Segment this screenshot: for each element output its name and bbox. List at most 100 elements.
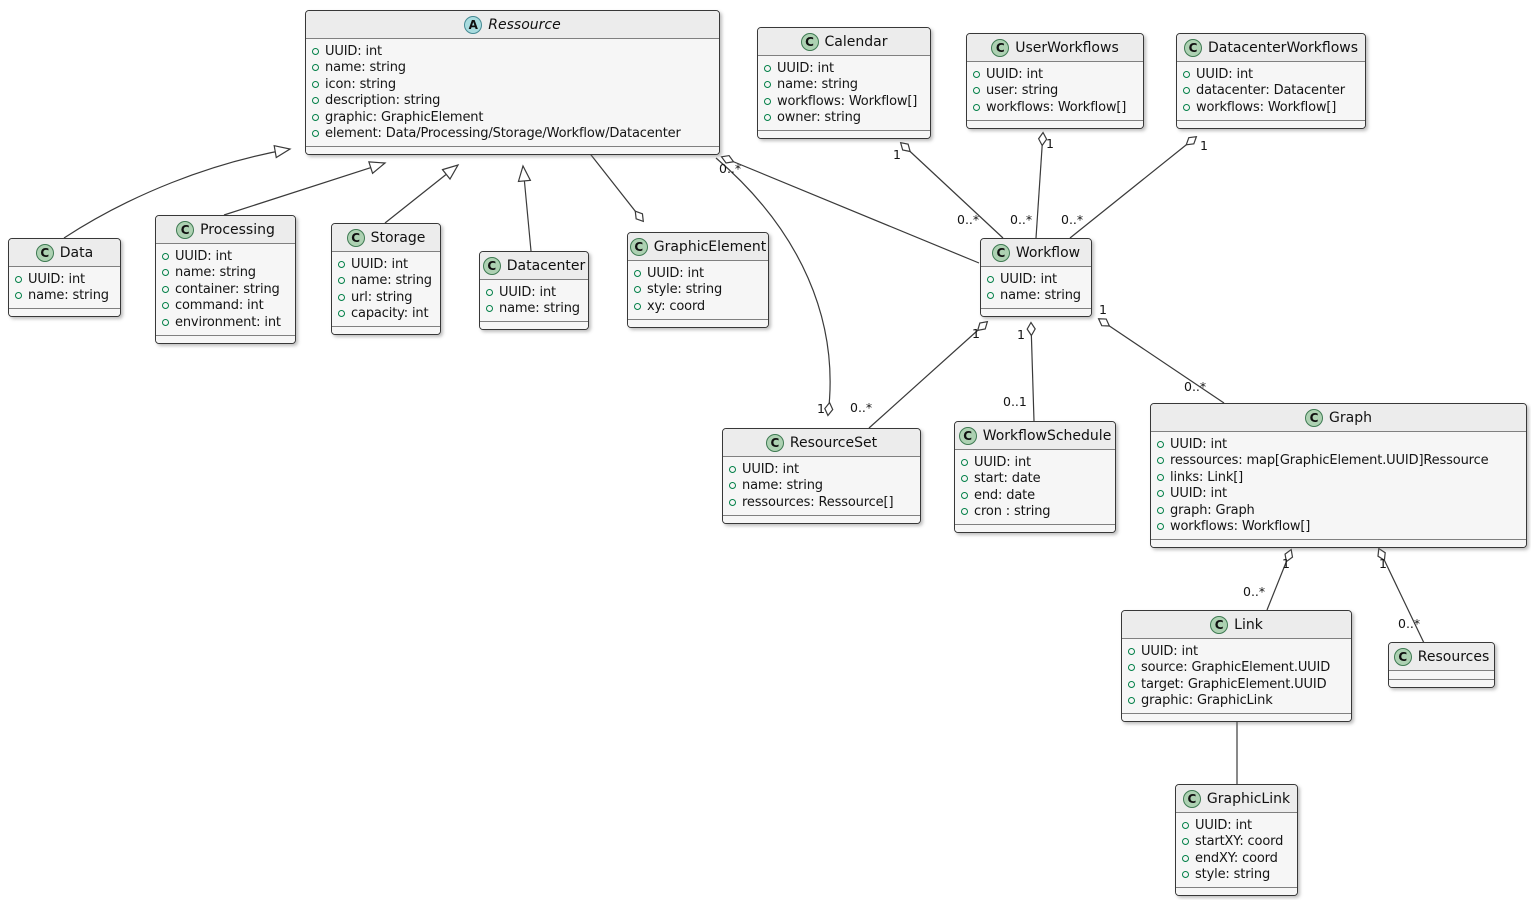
multiplicity-label: 1: [1200, 138, 1208, 153]
field-visibility-icon: [1182, 854, 1189, 862]
attribute-row: command: int: [162, 298, 289, 315]
class-title: Resources: [1417, 648, 1490, 665]
field-visibility-icon: [973, 87, 980, 95]
field-visibility-icon: [1182, 821, 1189, 829]
field-visibility-icon: [1183, 70, 1190, 78]
class-icon: C: [176, 220, 195, 239]
field-visibility-icon: [162, 252, 169, 260]
field-visibility-icon: [1183, 103, 1190, 111]
class-workflow[interactable]: C Workflow UUID: int name: string: [980, 238, 1092, 317]
field-visibility-icon: [1128, 647, 1135, 655]
attribute-row: name: string: [987, 288, 1085, 305]
class-title: Processing: [200, 221, 275, 238]
multiplicity-label: 1: [817, 401, 825, 416]
methods-compartment: [1122, 714, 1351, 721]
field-visibility-icon: [1157, 523, 1164, 531]
field-visibility-icon: [1128, 680, 1135, 688]
class-datacenter[interactable]: C Datacenter UUID: int name: string: [479, 251, 589, 330]
class-data[interactable]: C Data UUID: int name: string: [8, 238, 121, 317]
edge-workflow-ressource-aggregation: [722, 157, 980, 264]
attribute-row: ressources: Ressource[]: [729, 494, 914, 511]
class-header: C GraphicElement: [628, 233, 768, 261]
methods-compartment: [723, 515, 920, 523]
field-visibility-icon: [486, 305, 493, 313]
class-title: Datacenter: [506, 257, 586, 274]
attribute-row: icon: string: [312, 76, 713, 93]
attributes-compartment: [1389, 671, 1494, 680]
attributes-compartment: UUID: int name: string container: string…: [156, 244, 295, 336]
class-header: C UserWorkflows: [967, 34, 1143, 62]
field-visibility-icon: [1157, 440, 1164, 448]
class-icon: C: [800, 32, 819, 51]
field-visibility-icon: [162, 318, 169, 326]
class-icon: C: [991, 38, 1010, 57]
edge-processing-extends-ressource: [223, 161, 387, 216]
class-resourceset[interactable]: C ResourceSet UUID: int name: string res…: [722, 428, 921, 524]
attributes-compartment: UUID: int name: string: [9, 267, 120, 309]
multiplicity-label: 1: [1099, 302, 1107, 317]
class-icon: C: [765, 433, 784, 452]
class-datacenterworkflows[interactable]: C DatacenterWorkflows UUID: int datacent…: [1176, 33, 1366, 129]
methods-compartment: [480, 322, 588, 329]
class-storage[interactable]: C Storage UUID: int name: string url: st…: [331, 223, 441, 335]
class-header: C Link: [1122, 611, 1351, 639]
class-graphicelement[interactable]: C GraphicElement UUID: int style: string…: [627, 232, 769, 328]
field-visibility-icon: [338, 277, 345, 285]
class-title: Workflow: [1015, 244, 1081, 261]
class-icon: C: [482, 256, 501, 275]
field-visibility-icon: [1128, 664, 1135, 672]
attribute-row: workflows: Workflow[]: [764, 93, 924, 110]
class-title: Graph: [1329, 409, 1372, 426]
edge-storage-extends-ressource: [384, 163, 460, 224]
attribute-row: UUID: int: [961, 454, 1109, 471]
attributes-compartment: UUID: int source: GraphicElement.UUID ta…: [1122, 639, 1351, 714]
attributes-compartment: UUID: int user: string workflows: Workfl…: [967, 62, 1143, 121]
field-visibility-icon: [961, 491, 968, 499]
class-title: WorkflowSchedule: [982, 427, 1112, 444]
edge-workflow-workflowschedule-aggregation: [1031, 323, 1034, 422]
attribute-row: UUID: int: [312, 43, 713, 60]
class-graph[interactable]: C Graph UUID: int ressources: map[Graphi…: [1150, 403, 1527, 548]
field-visibility-icon: [729, 482, 736, 490]
attribute-row: UUID: int: [729, 461, 914, 478]
class-header: C GraphicLink: [1176, 785, 1297, 813]
class-graphiclink[interactable]: C GraphicLink UUID: int startXY: coord e…: [1175, 784, 1298, 896]
field-visibility-icon: [729, 498, 736, 506]
attribute-row: name: string: [729, 478, 914, 495]
attribute-row: UUID: int: [1157, 436, 1520, 453]
attributes-compartment: UUID: int name: string icon: string desc…: [306, 39, 719, 147]
methods-compartment: [955, 525, 1115, 532]
class-link[interactable]: C Link UUID: int source: GraphicElement.…: [1121, 610, 1352, 722]
class-calendar[interactable]: C Calendar UUID: int name: string workfl…: [757, 27, 931, 139]
field-visibility-icon: [764, 64, 771, 72]
attribute-row: UUID: int: [1157, 486, 1520, 503]
multiplicity-label: 0..*: [1398, 616, 1421, 631]
class-title: ResourceSet: [789, 434, 878, 451]
edge-datacenter-extends-ressource: [517, 164, 532, 252]
multiplicity-label: 1: [1282, 556, 1290, 571]
field-visibility-icon: [312, 97, 319, 105]
class-workflowschedule[interactable]: C WorkflowSchedule UUID: int start: date…: [954, 421, 1116, 533]
edge-ressource-graphicelement-aggregation: [583, 145, 643, 221]
attributes-compartment: UUID: int name: string: [981, 267, 1091, 309]
methods-compartment: [1389, 680, 1494, 687]
class-resources[interactable]: C Resources: [1388, 642, 1495, 688]
attribute-row: style: string: [1182, 867, 1291, 884]
attribute-row: workflows: Workflow[]: [973, 99, 1137, 116]
class-header: C Graph: [1151, 404, 1526, 432]
class-header: C Data: [9, 239, 120, 267]
class-title: GraphicElement: [653, 238, 767, 255]
attribute-row: workflows: Workflow[]: [1183, 99, 1359, 116]
class-title: UserWorkflows: [1015, 39, 1119, 56]
class-ressource[interactable]: A Ressource UUID: int name: string icon:…: [305, 10, 720, 155]
attribute-row: UUID: int: [1128, 643, 1345, 660]
class-processing[interactable]: C Processing UUID: int name: string cont…: [155, 215, 296, 344]
class-title: Storage: [370, 229, 426, 246]
methods-compartment: [332, 327, 440, 334]
class-title: DatacenterWorkflows: [1207, 39, 1359, 56]
field-visibility-icon: [1182, 838, 1189, 846]
attribute-row: UUID: int: [1183, 66, 1359, 83]
class-userworkflows[interactable]: C UserWorkflows UUID: int user: string w…: [966, 33, 1144, 129]
